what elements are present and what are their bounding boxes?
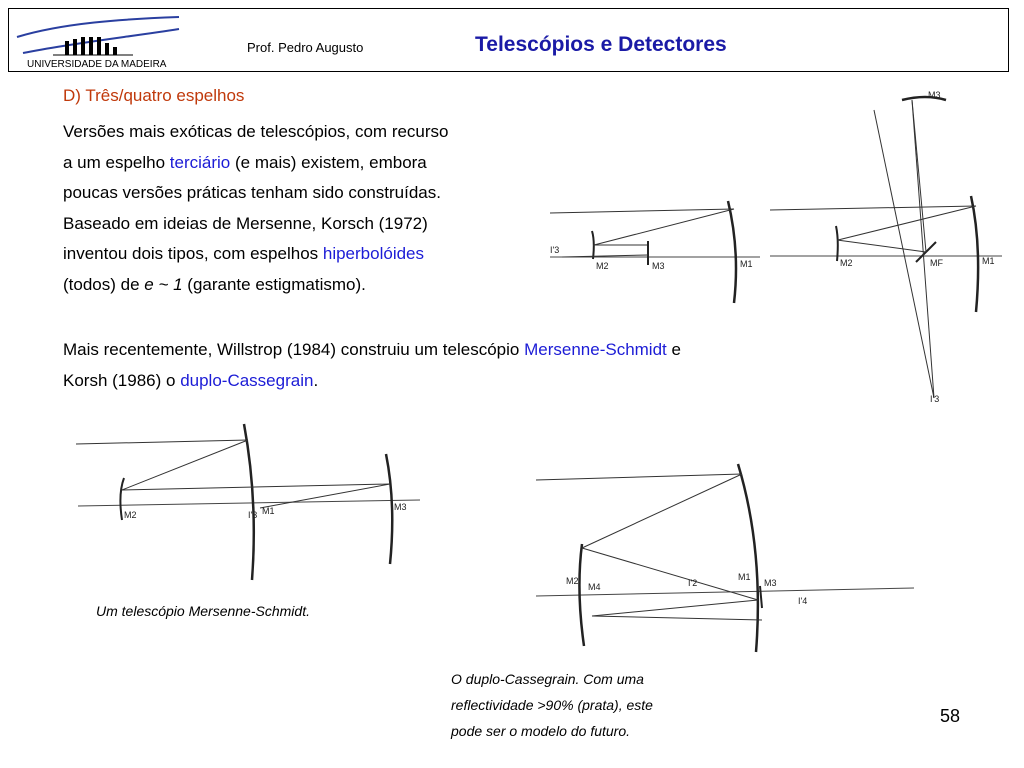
term-terciario: terciário — [169, 152, 231, 172]
figure-mersenne-schmidt: M2 I'3 M1 M3 — [75, 423, 421, 581]
text-line: (todos) de e ~ 1 (garante estigmatismo). — [63, 270, 449, 301]
text-span: Mais recentemente, Willstrop (1984) cons… — [63, 340, 525, 359]
paragraph-recent: Mais recentemente, Willstrop (1984) cons… — [63, 335, 681, 396]
text-line: Baseado em ideias de Mersenne, Korsch (1… — [63, 213, 428, 233]
text-line: Mais recentemente, Willstrop (1984) cons… — [63, 335, 681, 366]
text-span: (todos) de — [63, 274, 145, 294]
label-M1: M1 — [738, 572, 751, 582]
caption-double-cassegrain: O duplo-Cassegrain. Com uma reflectivida… — [451, 666, 653, 744]
author-name: Prof. Pedro Augusto — [247, 40, 364, 55]
caption-line: pode ser o modelo do futuro. — [451, 723, 631, 739]
term-mersenne-schmidt: Mersenne-Schmidt — [524, 340, 667, 359]
text-span: a um espelho — [63, 152, 170, 172]
text-line: Versões mais exóticas de telescópios, co… — [63, 122, 449, 141]
label-M2: M2 — [840, 258, 853, 268]
text-line: inventou dois tipos, com espelhos hiperb… — [63, 239, 449, 270]
label-I3: I'3 — [550, 245, 559, 255]
text-span: e — [666, 340, 681, 359]
label-MF: MF — [930, 258, 943, 268]
label-M4: M4 — [588, 582, 601, 592]
slide-title: Telescópios e Detectores — [475, 33, 727, 56]
university-logo — [16, 16, 180, 56]
text-span: . — [313, 370, 319, 390]
figure-three-mirror-a: I'3 M2 M3 M1 — [549, 200, 760, 304]
label-M1: M1 — [982, 256, 995, 266]
label-I3: I'3 — [930, 394, 939, 404]
term-hiperboloides: hiperbolóides — [322, 244, 425, 263]
label-M2: M2 — [124, 510, 137, 520]
figure-three-mirror-b: M3 M2 MF M1 I'3 — [769, 90, 1002, 404]
term-duplo-cassegrain: duplo-Cassegrain — [180, 370, 314, 390]
label-M2: M2 — [566, 576, 579, 586]
text-line: poucas versões práticas tenham sido cons… — [63, 183, 441, 202]
label-M1: M1 — [740, 259, 753, 269]
label-I3: I'3 — [248, 510, 257, 520]
label-M3: M3 — [764, 578, 777, 588]
caption-mersenne-schmidt: Um telescópio Mersenne-Schmidt. — [96, 603, 310, 619]
paragraph-intro: Versões mais exóticas de telescópios, co… — [63, 117, 449, 300]
text-line: Korsh (1986) o duplo-Cassegrain. — [63, 366, 681, 397]
label-M2: M2 — [596, 261, 609, 271]
caption-line: O duplo-Cassegrain. Com uma — [451, 671, 644, 687]
label-M1: M1 — [262, 506, 275, 516]
label-M3: M3 — [928, 90, 941, 100]
text-line: a um espelho terciário (e mais) existem,… — [63, 148, 449, 179]
label-M3: M3 — [652, 261, 665, 271]
text-span: inventou dois tipos, com espelhos — [63, 244, 323, 263]
text-span: Korsh (1986) o — [63, 370, 181, 390]
label-M3: M3 — [394, 502, 407, 512]
university-name: UNIVERSIDADE DA MADEIRA — [27, 59, 167, 70]
section-heading: D) Três/quatro espelhos — [63, 86, 245, 105]
label-I2: I'2 — [688, 578, 697, 588]
text-span: (e mais) existem, embora — [230, 152, 427, 172]
term-eccentricity: e ~ 1 — [144, 274, 183, 294]
label-I4: I'4 — [798, 596, 807, 606]
slide-header: UNIVERSIDADE DA MADEIRA Prof. Pedro Augu… — [8, 8, 1009, 72]
page-number: 58 — [940, 706, 961, 726]
caption-line: reflectividade >90% (prata), este — [451, 697, 653, 713]
text-span: (garante estigmatismo). — [182, 274, 366, 294]
figure-double-cassegrain: M2 M4 I'2 M1 M3 I'4 — [535, 463, 915, 653]
